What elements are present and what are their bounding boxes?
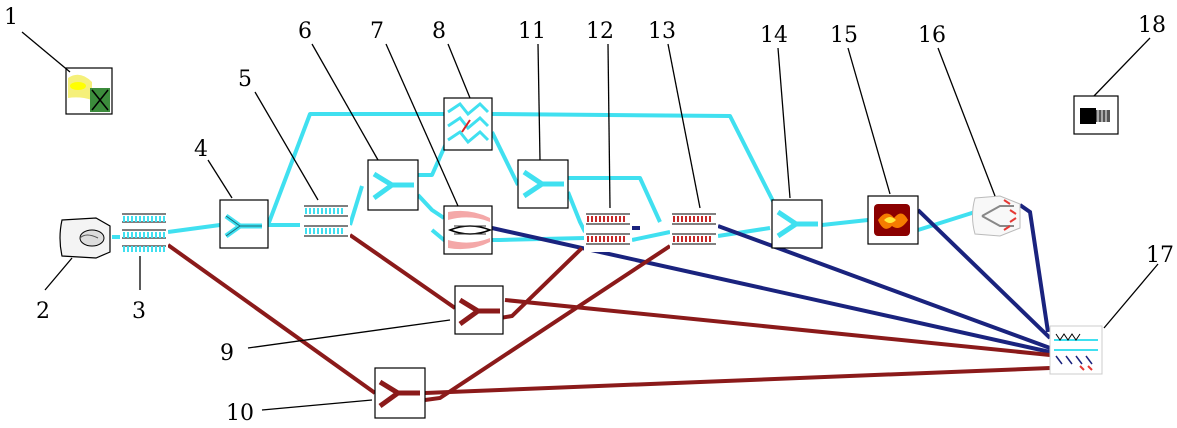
navy-line	[916, 208, 1052, 340]
fan-compressor-icon	[120, 212, 168, 254]
cyan-line	[566, 191, 587, 233]
label-17: 17	[1146, 243, 1174, 268]
maroon-line	[499, 246, 584, 320]
label-7: 7	[370, 19, 384, 44]
cyan-line	[491, 112, 777, 206]
maroon-line	[166, 243, 377, 395]
shaft-18-icon	[1073, 95, 1119, 135]
label-2: 2	[36, 299, 50, 324]
cyan-line	[167, 223, 221, 234]
cyan-line	[821, 218, 869, 227]
navy-line	[1018, 203, 1050, 333]
splitter-9-icon	[454, 285, 504, 335]
mixer-14-icon	[771, 199, 823, 249]
label-16: 16	[918, 23, 946, 48]
cyan-line	[631, 230, 671, 242]
splitter-6-icon	[367, 159, 419, 211]
label-5: 5	[238, 67, 252, 92]
output-17-icon	[1049, 325, 1103, 375]
label-4: 4	[194, 137, 208, 162]
maroon-line	[424, 366, 1051, 395]
label-12: 12	[586, 19, 614, 44]
label-8: 8	[432, 19, 446, 44]
fuel-tank-icon	[65, 67, 113, 115]
maroon-line	[424, 244, 672, 402]
maroon-line	[504, 298, 1051, 357]
label-9: 9	[220, 341, 234, 366]
navy-lines	[491, 203, 1052, 354]
label-10: 10	[226, 401, 254, 426]
label-14: 14	[760, 23, 788, 48]
cyan-line	[490, 131, 520, 186]
component-labels: 1 2 3 4 5 6 7 8 9 10 11 12 13 14 15 16 1…	[4, 5, 1174, 426]
cyan-line	[348, 185, 364, 226]
cyan-line	[266, 112, 444, 226]
leader-lines	[21, 31, 1159, 411]
inlet-icon	[59, 217, 111, 259]
splitter-4-icon	[219, 199, 269, 249]
turbine-12-icon	[584, 210, 632, 252]
maroon-line	[348, 233, 457, 310]
splitter-11-icon	[517, 159, 569, 209]
combustor-15-icon	[867, 195, 919, 245]
splitter-10-icon	[374, 367, 426, 419]
maroon-lines	[166, 233, 1051, 402]
cyan-line	[416, 193, 446, 220]
label-3: 3	[132, 299, 146, 324]
heat-exchanger-7-icon	[443, 205, 493, 255]
cyan-line	[568, 176, 662, 223]
cyan-line	[917, 210, 976, 232]
compressor-5-icon	[302, 202, 350, 244]
label-1: 1	[4, 5, 18, 30]
label-6: 6	[298, 19, 312, 44]
label-18: 18	[1138, 13, 1166, 38]
turbine-13-icon	[670, 210, 718, 252]
recuperator-8-icon	[443, 97, 493, 151]
label-11: 11	[518, 19, 546, 44]
nozzle-16-icon	[972, 195, 1021, 237]
label-15: 15	[830, 23, 858, 48]
label-13: 13	[648, 19, 676, 44]
cyan-line	[717, 226, 771, 238]
cyan-flow-lines	[112, 112, 976, 242]
